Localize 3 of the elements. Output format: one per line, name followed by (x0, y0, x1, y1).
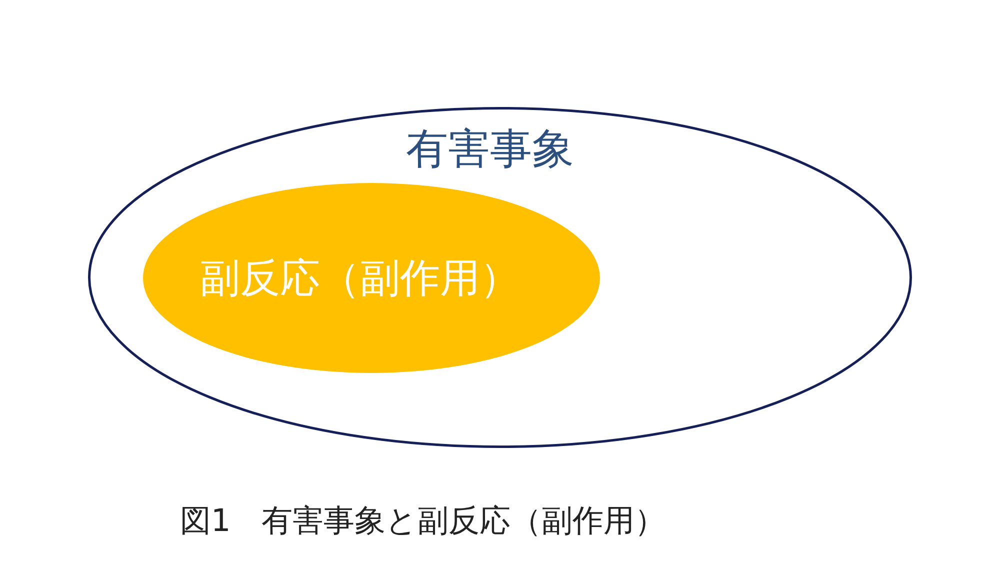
ellipse-label: 副反応（副作用） (200, 254, 520, 304)
caption: 図1 有害事象と副反応（副作用） (180, 502, 666, 541)
ellipse-label: 有害事象 (406, 123, 574, 175)
